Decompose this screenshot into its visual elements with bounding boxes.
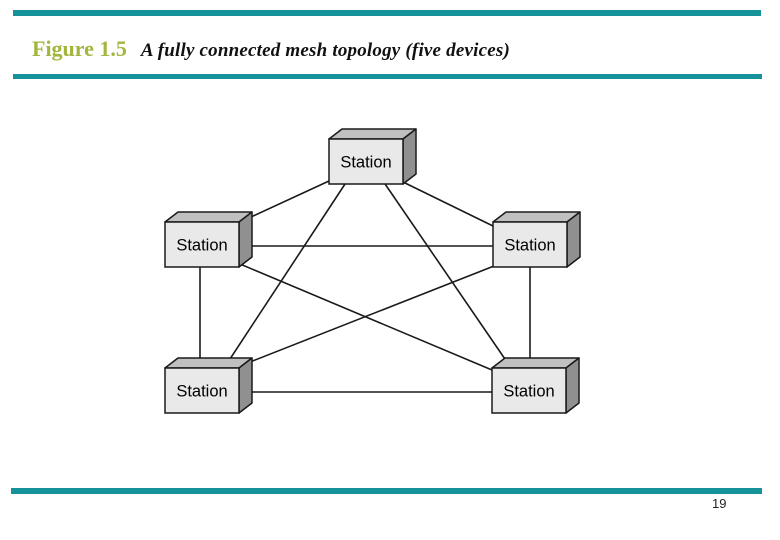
bottom-accent-bar xyxy=(11,488,762,494)
station-box-top-face xyxy=(491,357,580,369)
station-label: Station xyxy=(176,237,227,255)
mesh-link-station-top-station-bottom-left xyxy=(227,180,348,363)
mesh-link-station-top-station-mid-left xyxy=(250,180,330,218)
station-box-front-face xyxy=(164,221,240,268)
station-top: Station xyxy=(328,128,417,185)
station-box-side-face xyxy=(402,128,417,185)
station-box-front-face xyxy=(492,221,568,268)
station-bottom-right: Station xyxy=(491,357,580,414)
station-mid-left: Station xyxy=(164,211,253,268)
station-box-top-face xyxy=(164,211,253,223)
station-box-front-face xyxy=(491,367,567,414)
station-label: Station xyxy=(340,154,391,172)
page-number: 19 xyxy=(712,496,727,511)
mesh-link-station-mid-right-station-bottom-left xyxy=(249,265,495,363)
station-bottom-left: Station xyxy=(164,357,253,414)
title-rule-bar xyxy=(13,74,762,79)
station-box-side-face xyxy=(565,357,580,414)
mesh-link-station-top-station-mid-right xyxy=(402,181,494,227)
station-label: Station xyxy=(176,383,227,401)
top-accent-bar xyxy=(13,10,761,16)
station-box-side-face xyxy=(238,211,253,268)
station-box-side-face xyxy=(566,211,581,268)
station-label: Station xyxy=(504,237,555,255)
station-box-top-face xyxy=(492,211,581,223)
station-box-side-face xyxy=(238,357,253,414)
station-box-top-face xyxy=(164,357,253,369)
station-box-top-face xyxy=(328,128,417,140)
figure-label: Figure 1.5 xyxy=(32,36,127,61)
station-label: Station xyxy=(503,383,554,401)
station-box-front-face xyxy=(328,138,404,185)
slide-header: Figure 1.5 A fully connected mesh topolo… xyxy=(32,36,752,62)
mesh-link-station-top-station-bottom-right xyxy=(382,180,508,363)
station-mid-right: Station xyxy=(492,211,581,268)
figure-caption: A fully connected mesh topology (five de… xyxy=(140,40,510,61)
station-box-front-face xyxy=(164,367,240,414)
